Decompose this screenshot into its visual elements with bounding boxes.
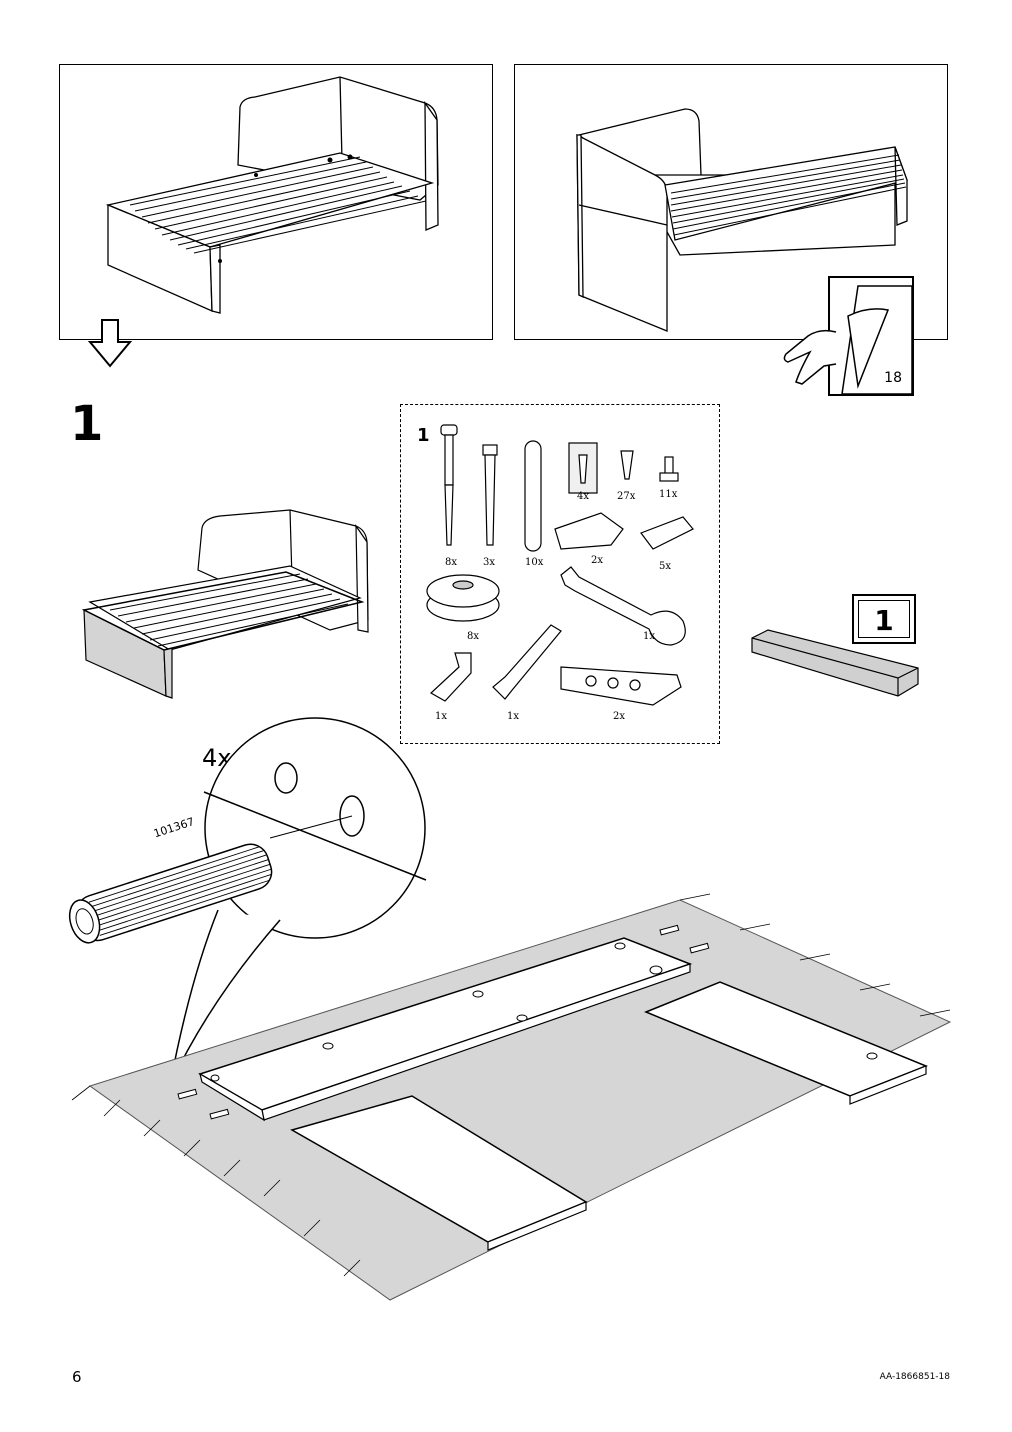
- bed-illustration-rear: [576, 108, 908, 332]
- hand-icon: [783, 329, 837, 385]
- box-label: 1: [852, 594, 916, 644]
- part-count-allen-key-large: 1x: [507, 711, 520, 722]
- part-count-cam-bolt: 8x: [445, 557, 458, 568]
- part-count-cam-lock: 8x: [467, 631, 480, 642]
- overview-frame-left: [59, 64, 493, 340]
- step-number: 1: [70, 396, 104, 452]
- package-box-illustration: [751, 629, 919, 697]
- document-code: AA-1866851-18: [879, 1372, 950, 1382]
- part-count-wrench: 1x: [643, 631, 656, 642]
- part-count-dowel-screw: 3x: [483, 557, 496, 568]
- parts-bag-number: 1: [417, 425, 430, 446]
- page-reference-box: 18: [828, 276, 914, 396]
- bed-illustration-front: [105, 76, 439, 314]
- assembly-floor-illustration: [71, 893, 952, 1301]
- page-reference-number: 18: [884, 370, 902, 386]
- part-count-allen-key-small: 1x: [435, 711, 448, 722]
- part-count-pin: 11x: [659, 489, 678, 500]
- part-count-connector-block: 5x: [659, 561, 672, 572]
- bed-highlight-illustration: [81, 509, 369, 699]
- part-count-wood-dowel: 10x: [525, 557, 544, 568]
- page-turn-icon: [841, 285, 913, 395]
- part-count-screw-bag: 4x: [577, 491, 590, 502]
- box-label-number: 1: [874, 604, 894, 637]
- dowel-detail-callout: [68, 717, 427, 1086]
- part-count-screw: 27x: [617, 491, 636, 502]
- down-arrow-icon: [87, 319, 133, 368]
- part-count-fitting-plate: 2x: [613, 711, 626, 722]
- parts-drawings: [426, 424, 694, 706]
- page-number: 6: [72, 1368, 82, 1386]
- part-count-bracket: 2x: [591, 555, 604, 566]
- parts-kit-panel: 1: [400, 404, 720, 744]
